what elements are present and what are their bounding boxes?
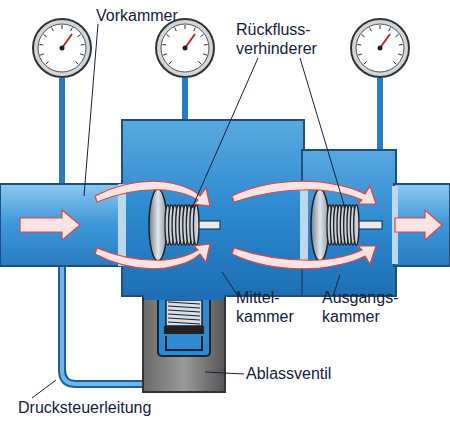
part-label: Rückfluss- verhinderer [236, 20, 354, 58]
pressure-gauge [351, 19, 409, 77]
middle-chamber [122, 120, 304, 296]
spring-coil [165, 205, 199, 245]
outlet-chamber [302, 150, 396, 296]
part-label: Mittel- kammer [236, 288, 306, 326]
part-label: Ablassventil [246, 364, 366, 383]
pressure-gauge [156, 19, 214, 77]
check-valve [311, 189, 329, 261]
pressure-gauge [33, 19, 91, 77]
check-valve [149, 189, 167, 261]
spring-coil [327, 205, 359, 245]
part-label: Drucksteuerleitung [18, 398, 218, 417]
part-label: Ausgangs- kammer [322, 288, 432, 326]
part-label: Vorkammer [96, 6, 206, 25]
drain-housing [143, 280, 225, 392]
